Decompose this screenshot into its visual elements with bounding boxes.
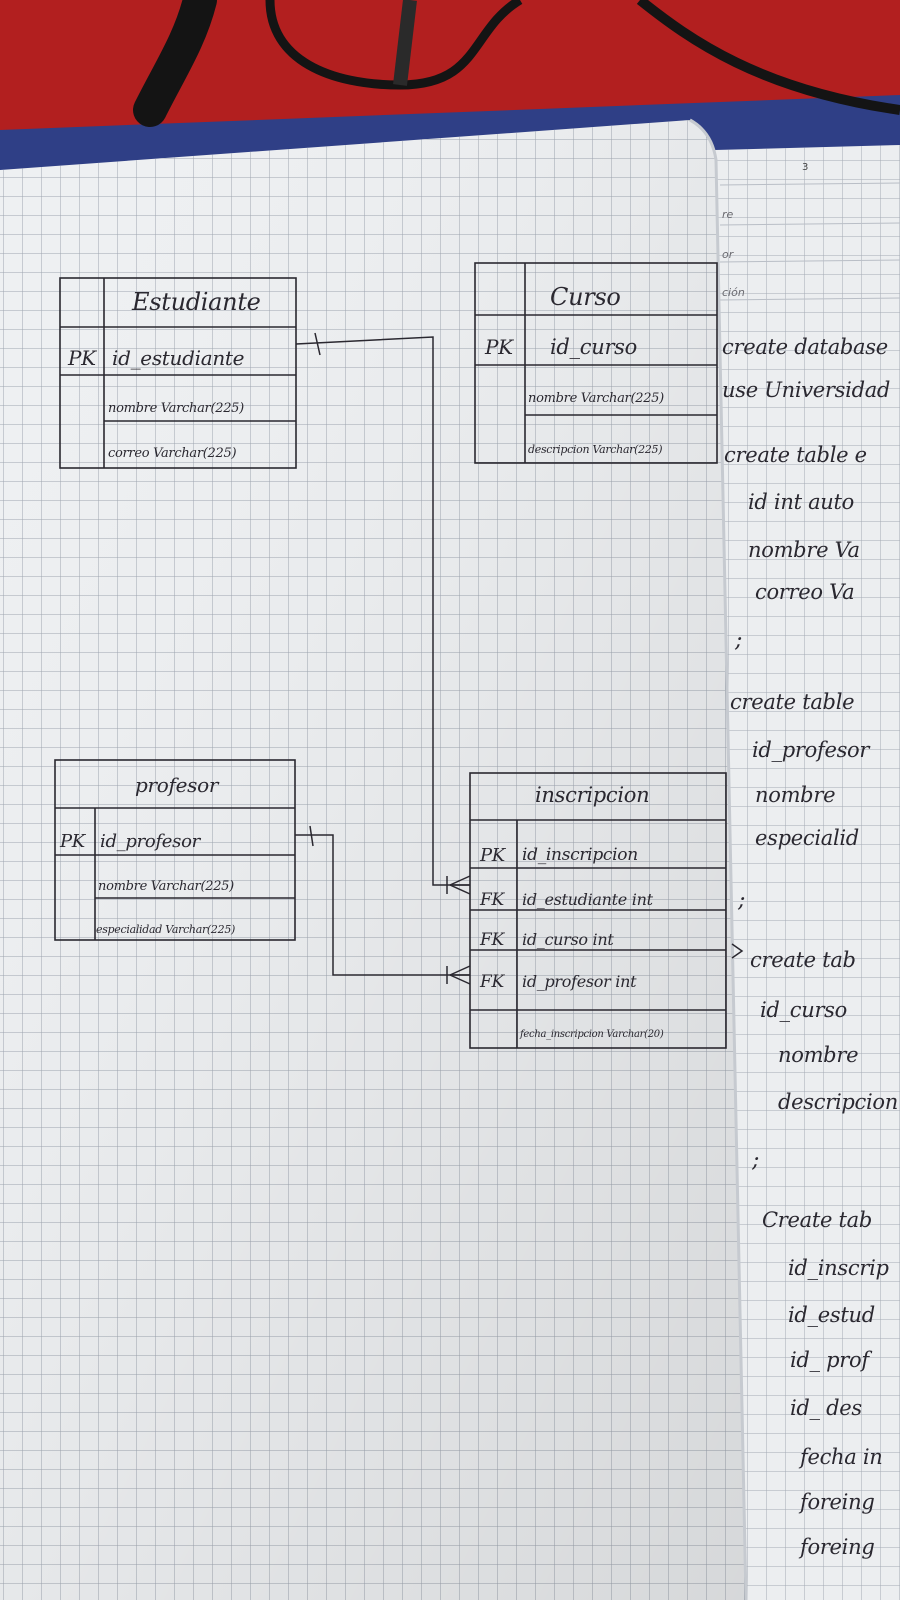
sql-line: nombre Va bbox=[748, 538, 860, 562]
sql-line: nombre bbox=[755, 783, 836, 807]
arrow-to-right-page bbox=[731, 943, 744, 959]
attribute-descripcion: descripcion Varchar(225) bbox=[528, 443, 663, 456]
sql-line: foreing bbox=[800, 1490, 875, 1514]
sql-line: especialid bbox=[755, 826, 859, 850]
attribute-id-inscripcion: id_inscripcion bbox=[522, 845, 638, 865]
pk-label: PK bbox=[480, 845, 505, 866]
attribute-id-profesor: id_profesor bbox=[100, 831, 200, 852]
sql-line: create tab bbox=[750, 948, 856, 972]
page-number: 3 bbox=[802, 162, 809, 173]
sql-line: id int auto bbox=[748, 490, 855, 514]
crows-foot-profesor bbox=[446, 965, 471, 985]
entity-title-inscripcion: inscripcion bbox=[535, 783, 650, 807]
sql-line: fecha in bbox=[800, 1445, 883, 1469]
entity-box-profesor bbox=[54, 759, 296, 941]
sql-line: create database bbox=[722, 335, 888, 359]
attribute-correo: correo Varchar(225) bbox=[108, 446, 237, 461]
relationship-profesor-inscripcion bbox=[295, 834, 470, 976]
sql-line: descripcion bbox=[778, 1090, 898, 1114]
sql-line: id_estud bbox=[788, 1303, 875, 1327]
sql-line: id_curso bbox=[760, 998, 848, 1022]
sql-line: id_profesor bbox=[752, 738, 870, 762]
attribute-id-estudiante: id_estudiante int bbox=[522, 890, 653, 909]
sql-line: id_inscrip bbox=[788, 1256, 889, 1280]
fk-label: FK bbox=[480, 890, 504, 910]
sql-line: ; bbox=[735, 628, 743, 653]
entity-title-estudiante: Estudiante bbox=[132, 288, 261, 316]
sql-line: id_ des bbox=[790, 1396, 862, 1420]
printed-label: or bbox=[722, 248, 734, 261]
sql-line: correo Va bbox=[755, 580, 855, 604]
sql-line: ; bbox=[738, 888, 746, 913]
sql-line: create table bbox=[730, 690, 855, 714]
attribute-id-curso: id_curso bbox=[550, 335, 638, 359]
attribute-especialidad: especialidad Varchar(225) bbox=[96, 923, 236, 936]
entity-box-estudiante bbox=[59, 277, 297, 469]
sql-line: nombre bbox=[778, 1043, 859, 1067]
pk-label: PK bbox=[485, 335, 513, 359]
fk-label: FK bbox=[480, 972, 504, 992]
sql-line: Create tab bbox=[762, 1208, 872, 1232]
fk-label: FK bbox=[480, 930, 504, 950]
attribute-id-estudiante: id_estudiante bbox=[112, 346, 245, 370]
attribute-fecha-inscripcion: fecha_inscripcion Varchar(20) bbox=[520, 1029, 664, 1040]
crows-foot-estudiante bbox=[446, 875, 471, 895]
pk-label: PK bbox=[68, 346, 96, 370]
printed-label: ción bbox=[722, 286, 745, 299]
attribute-id-profesor: id_profesor int bbox=[522, 972, 637, 991]
entity-title-curso: Curso bbox=[550, 283, 621, 311]
pk-label: PK bbox=[60, 831, 85, 852]
sql-line: use Universidad bbox=[722, 378, 891, 402]
sql-line: create table e bbox=[724, 443, 867, 467]
sql-line: id_ prof bbox=[790, 1348, 869, 1372]
entity-title-profesor: profesor bbox=[135, 773, 219, 797]
attribute-id-curso: id_curso int bbox=[522, 930, 614, 949]
sql-line: foreing bbox=[800, 1535, 875, 1559]
attribute-nombre: nombre Varchar(225) bbox=[108, 401, 244, 416]
entity-box-curso bbox=[474, 262, 718, 464]
printed-label: re bbox=[722, 208, 734, 221]
attribute-nombre: nombre Varchar(225) bbox=[98, 879, 234, 894]
cable bbox=[133, 0, 900, 127]
sql-line: ; bbox=[752, 1148, 760, 1173]
entity-box-inscripcion bbox=[469, 772, 727, 1049]
attribute-nombre: nombre Varchar(225) bbox=[528, 391, 664, 406]
